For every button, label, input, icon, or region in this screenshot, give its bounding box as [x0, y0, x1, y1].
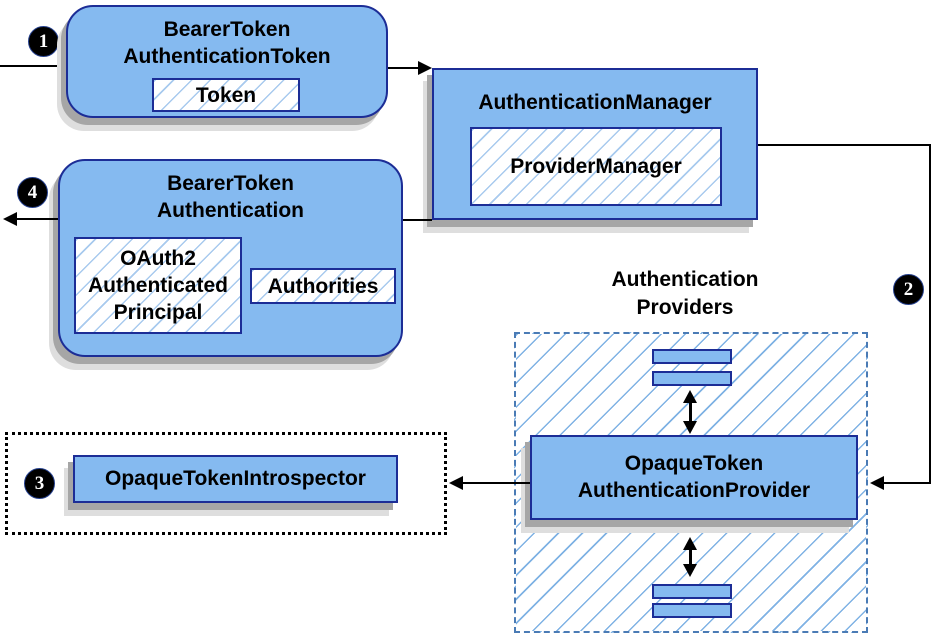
provider-slot-bar: [652, 371, 732, 386]
arrowhead-into-authentication-manager: [418, 61, 432, 75]
chip-principal-line: OAuth2: [120, 247, 196, 270]
chip-oauth2-authenticated-principal: OAuth2 Authenticated Principal: [74, 237, 242, 334]
node-title-line: Authentication: [157, 199, 304, 222]
node-title-line: BearerToken: [167, 172, 294, 195]
node-title-line: BearerToken: [163, 18, 291, 41]
arrowhead-down-bottom-link: [683, 564, 697, 577]
flow-line-step2-right: [929, 144, 931, 484]
flow-line-request-in: [0, 65, 66, 67]
flow-line-step2-top: [758, 144, 931, 146]
flow-line-provider-to-introspector: [462, 482, 530, 484]
node-bearer-token-authentication: BearerToken Authentication OAuth2 Authen…: [58, 159, 403, 357]
chip-token: Token: [152, 78, 300, 112]
node-title-line: AuthenticationManager: [478, 91, 712, 114]
node-title-line: AuthenticationToken: [123, 45, 331, 68]
providers-group-label-line: Providers: [636, 296, 734, 319]
chip-principal-line: Principal: [113, 301, 203, 324]
chip-token-label: Token: [195, 83, 257, 107]
chip-provider-manager: ProviderManager: [470, 127, 722, 206]
step-3-marker: 3: [24, 468, 55, 499]
flow-line-top-link: [689, 400, 692, 424]
flow-line-step2-bottom: [884, 482, 931, 484]
flow-line-manager-to-authentication: [398, 219, 432, 221]
node-opaque-token-introspector: OpaqueTokenIntrospector: [73, 455, 398, 503]
step-4-marker: 4: [17, 177, 48, 208]
arrowhead-into-introspector: [449, 476, 463, 490]
node-title-line: OpaqueTokenIntrospector: [105, 467, 366, 490]
node-opaque-token-authentication-provider: OpaqueToken AuthenticationProvider: [530, 435, 858, 520]
flow-line-bottom-link: [689, 547, 692, 567]
step-2-marker: 2: [893, 274, 924, 305]
chip-provider-manager-label: ProviderManager: [510, 155, 682, 178]
provider-slot-bar: [652, 349, 732, 364]
providers-group-label-line: Authentication: [611, 268, 759, 291]
arrowhead-into-provider: [870, 476, 884, 490]
flow-line-authentication-out: [10, 218, 58, 220]
node-title-line: OpaqueToken: [624, 452, 764, 475]
provider-slot-bar: [652, 603, 732, 618]
arrowhead-up-top-link: [683, 390, 697, 403]
chip-authorities: Authorities: [250, 268, 396, 304]
chip-principal-line: Authenticated: [87, 274, 228, 297]
step-1-marker: 1: [28, 26, 59, 57]
providers-group-label: Authentication Providers: [560, 266, 810, 322]
node-bearer-token-authentication-token: BearerToken AuthenticationToken Token: [66, 5, 388, 118]
arrowhead-authentication-out: [3, 212, 17, 226]
provider-slot-bar: [652, 584, 732, 599]
node-title-line: AuthenticationProvider: [577, 479, 811, 502]
flow-line-token-to-manager: [388, 67, 419, 69]
chip-authorities-label: Authorities: [267, 274, 379, 298]
arrowhead-up-bottom-link: [683, 537, 697, 550]
arrowhead-down-top-link: [683, 421, 697, 434]
node-authentication-manager: AuthenticationManager ProviderManager: [432, 68, 758, 220]
